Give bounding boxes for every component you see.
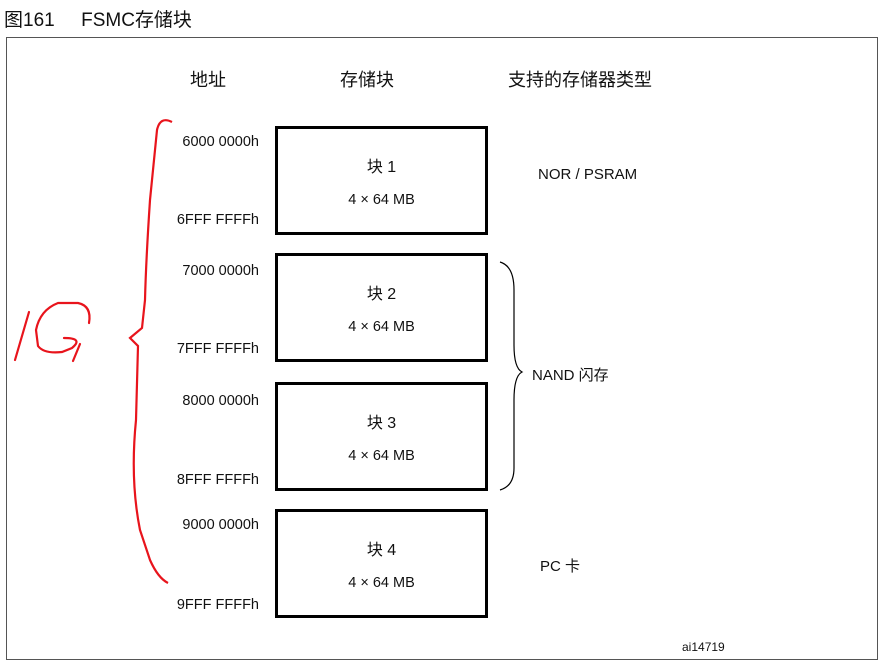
bank-4-box: 块 4 4 × 64 MB bbox=[275, 509, 488, 618]
figure-title: FSMC存储块 bbox=[81, 10, 192, 31]
bank-3-box: 块 3 4 × 64 MB bbox=[275, 382, 488, 491]
header-memory-types: 支持的存储器类型 bbox=[508, 70, 652, 90]
bank-name: 块 1 bbox=[366, 159, 397, 176]
bank-name: 块 4 bbox=[366, 542, 397, 559]
memory-type-nand: NAND 闪存 bbox=[532, 367, 609, 384]
bank-1-box: 块 1 4 × 64 MB bbox=[275, 126, 488, 235]
address-start: 9000 0000h bbox=[182, 517, 259, 533]
reference-id: ai14719 bbox=[682, 640, 725, 654]
figure-number: 图161 bbox=[4, 10, 55, 31]
handwritten-1g-note bbox=[13, 301, 91, 363]
address-end: 9FFF FFFFh bbox=[176, 597, 259, 613]
header-address: 地址 bbox=[190, 70, 226, 90]
address-start: 7000 0000h bbox=[182, 263, 259, 279]
memory-type-nor-psram: NOR / PSRAM bbox=[538, 166, 638, 183]
bank-size: 4 × 64 MB bbox=[348, 575, 415, 591]
header-bank: 存储块 bbox=[340, 70, 394, 90]
nand-brace bbox=[499, 261, 524, 491]
bank-name: 块 2 bbox=[366, 286, 397, 303]
address-end: 6FFF FFFFh bbox=[176, 212, 259, 228]
memory-type-pc-card: PC 卡 bbox=[540, 558, 581, 575]
bank-name: 块 3 bbox=[366, 415, 397, 432]
diagram-frame bbox=[6, 37, 878, 660]
bank-size: 4 × 64 MB bbox=[348, 192, 415, 208]
bank-size: 4 × 64 MB bbox=[348, 319, 415, 335]
address-start: 8000 0000h bbox=[182, 393, 259, 409]
handwritten-brace bbox=[128, 119, 173, 584]
bank-size: 4 × 64 MB bbox=[348, 448, 415, 464]
figure-caption: 图161 FSMC存储块 bbox=[4, 5, 192, 32]
bank-2-box: 块 2 4 × 64 MB bbox=[275, 253, 488, 362]
address-start: 6000 0000h bbox=[182, 134, 259, 150]
address-end: 7FFF FFFFh bbox=[176, 341, 259, 357]
address-end: 8FFF FFFFh bbox=[176, 472, 259, 488]
